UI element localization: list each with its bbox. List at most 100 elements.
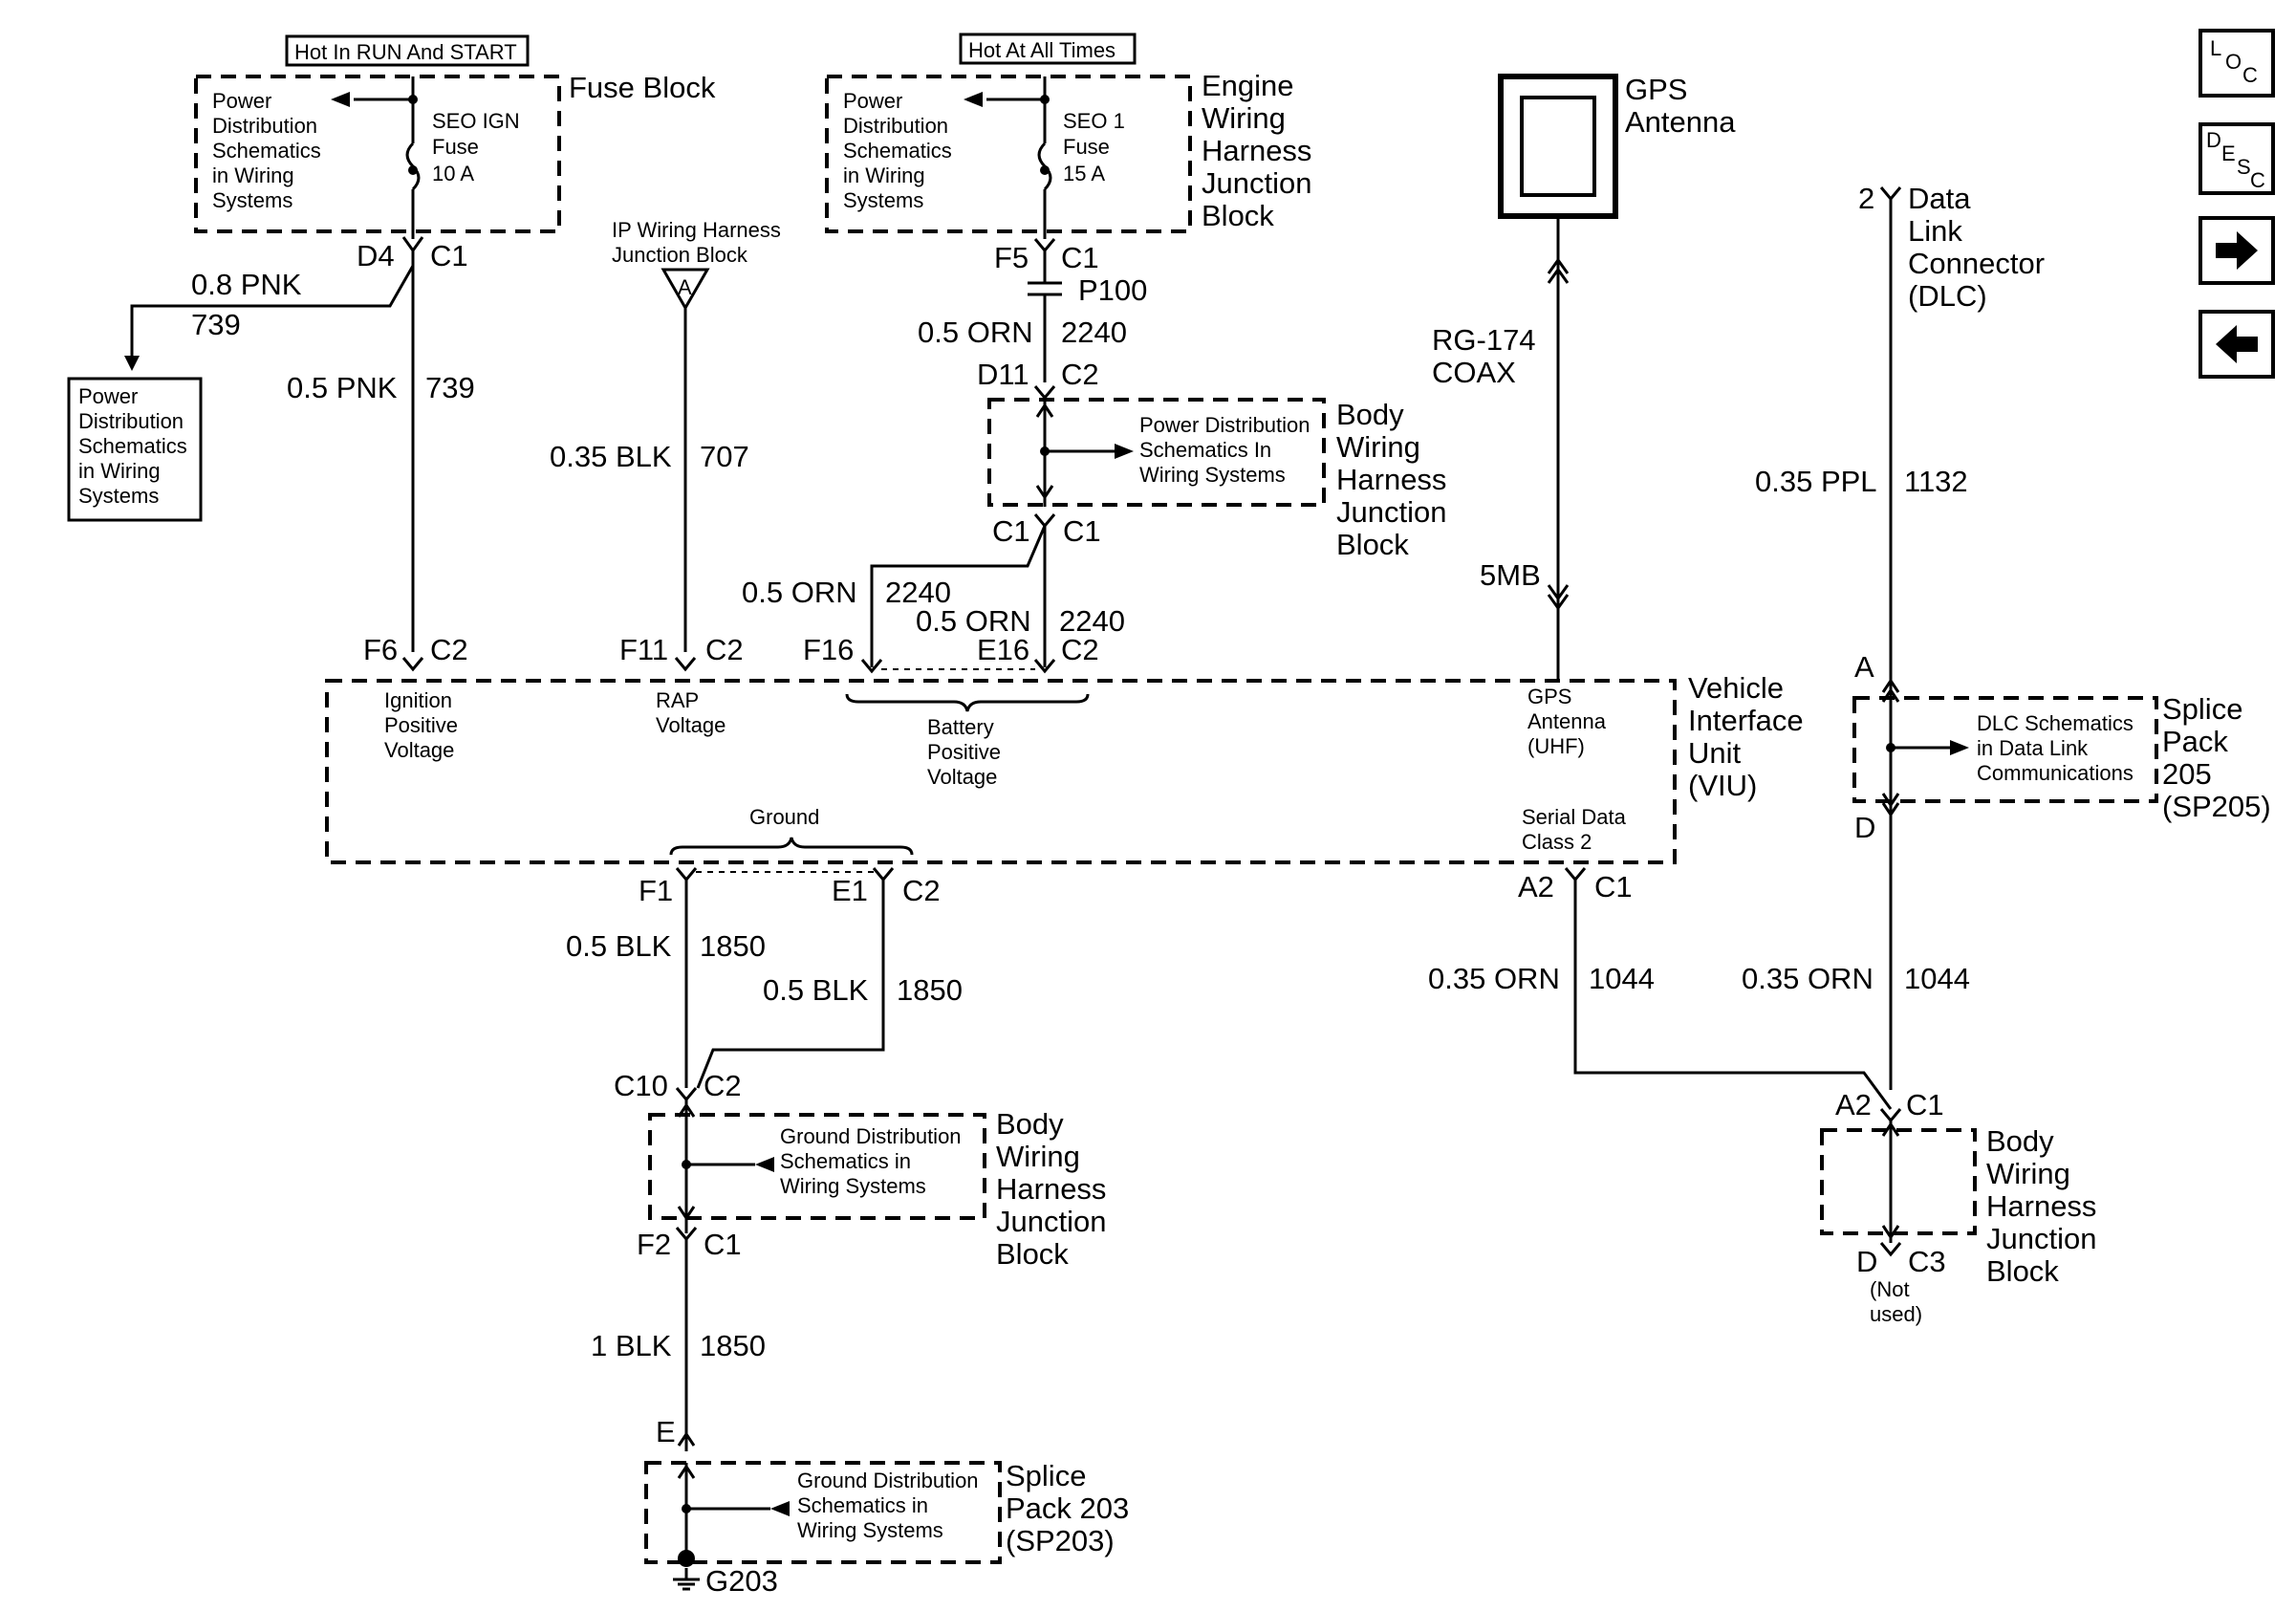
gps-title: Antenna [1625, 105, 1736, 139]
viu-pin: F6 [363, 633, 398, 666]
splice-title: Splice [1006, 1459, 1086, 1492]
splice-ref: Schematics in [797, 1493, 928, 1517]
wire-circuit: 2240 [1061, 316, 1127, 349]
junction-connector: C2 [704, 1069, 742, 1102]
wire-circuit: 707 [700, 440, 749, 473]
splice-title: (SP205) [2162, 790, 2271, 823]
connector-icon [1879, 1242, 1902, 1257]
hot-run-start-label: Hot In RUN And START [294, 40, 517, 64]
arrow-right-icon [1115, 444, 1134, 459]
splice-ref: Communications [1977, 761, 2134, 785]
splice-title: 205 [2162, 757, 2212, 791]
wire-color: 0.35 BLK [550, 440, 672, 473]
connector-icon [401, 657, 424, 672]
ip-harness-triangle-icon [661, 268, 710, 312]
body-junction-mid: C10 C2 Ground Distribution Schematics in… [591, 1069, 1106, 1451]
arrow-left-icon [331, 92, 350, 107]
junction-title: Body [1986, 1124, 2054, 1158]
body-junction-right: A2 C1 Body Wiring Harness Junction Block… [1820, 1088, 2096, 1326]
viu-pin-label: GPS [1527, 685, 1571, 708]
engine-pds-line: Schematics [843, 139, 952, 163]
coax-label: COAX [1432, 356, 1516, 389]
fuse-block-pds-line: Power [212, 89, 271, 113]
viu-pin-label: Serial Data [1522, 805, 1627, 829]
viu: Vehicle Interface Unit (VIU) Ignition Po… [325, 671, 1804, 864]
wire-2240-lower: 0.5 ORN 2240 0.5 ORN 2240 F16 E16 C2 [742, 525, 1125, 674]
viu-pin-label: Antenna [1527, 709, 1607, 733]
viu-title: Unit [1688, 736, 1742, 770]
wire-1044: A2 C1 0.35 ORN 1044 [1428, 867, 1893, 1110]
splice-ref: DLC Schematics [1977, 711, 2134, 735]
viu-connector: C2 [430, 633, 468, 666]
loc-letter: O [2225, 50, 2242, 74]
ground-point [678, 1550, 695, 1567]
viu-pin: F1 [639, 874, 673, 907]
junction-connector: C3 [1908, 1245, 1946, 1278]
arrow-left-icon [964, 92, 983, 107]
body-junction-ref: Schematics In [1139, 438, 1271, 462]
connector-icon [1033, 238, 1056, 253]
viu-pin-label: Battery [927, 715, 994, 739]
wire-circuit: 739 [191, 308, 241, 341]
wire-color: 1 BLK [591, 1329, 672, 1362]
junction-pin: A2 [1835, 1088, 1872, 1121]
connector-icon [674, 657, 697, 672]
ground-wires: F1 E1 C2 0.5 BLK 1850 0.5 BLK 1850 [566, 867, 963, 1089]
splice-title: Splice [2162, 692, 2242, 726]
desc-letter: E [2221, 142, 2236, 165]
wire-color: 0.5 BLK [566, 929, 672, 963]
next-button[interactable] [2199, 216, 2275, 285]
junction-connector: C1 [704, 1228, 742, 1261]
connector-icon [401, 236, 424, 253]
body-junction-ref: Wiring Systems [1139, 463, 1286, 487]
viu-pin-label: (UHF) [1527, 734, 1585, 758]
viu-connector: C1 [1594, 870, 1633, 903]
splice-ref: Ground Distribution [797, 1469, 979, 1492]
splice-title: (SP203) [1006, 1524, 1115, 1557]
fuse-block-pds-line: Schematics [212, 139, 321, 163]
pds-box [67, 377, 203, 522]
gps-connector: 5MB [1480, 558, 1541, 592]
wire-color: 0.5 BLK [763, 973, 869, 1007]
viu-pin-label: Positive [927, 740, 1001, 764]
junction-pin: F2 [637, 1228, 671, 1261]
connector-icon [675, 867, 698, 882]
splice-ref: in Data Link [1977, 736, 2089, 760]
dlc: 2 Data Link Connector (DLC) 0.35 PPL 113… [1755, 182, 2045, 681]
prev-button[interactable] [2199, 310, 2275, 379]
fuse-block-pds-line: Systems [212, 188, 292, 212]
viu-pin-label: Class 2 [1522, 830, 1592, 854]
pds-box-line: Distribution [78, 409, 184, 433]
loc-letter: L [2210, 36, 2221, 60]
arrow-right-icon [2216, 231, 2258, 270]
junction-title: Junction [996, 1205, 1106, 1238]
wire-color: 0.5 ORN [916, 604, 1031, 638]
junction-title: Harness [1986, 1189, 2096, 1223]
arrow-left-icon [2216, 325, 2258, 363]
desc-letter: C [2250, 168, 2265, 192]
connector-icon [1033, 513, 1056, 529]
arrow-left-icon [770, 1501, 790, 1516]
desc-button[interactable]: D E S C [2199, 122, 2275, 195]
junction-pin: D [1856, 1245, 1877, 1278]
viu-pin-label: Ignition [384, 688, 452, 712]
junction-note: (Not [1870, 1277, 1910, 1301]
ip-harness-ground: IP Wiring Harness Junction Block A 0.35 … [550, 218, 781, 672]
connector-icon [860, 659, 883, 674]
d11-pin: D11 [977, 358, 1029, 391]
brace [669, 837, 914, 856]
viu-title: Interface [1688, 704, 1804, 737]
dlc-title: Link [1908, 214, 1962, 248]
viu-pin: E1 [832, 874, 868, 907]
body-junction-pin: C1 [1063, 514, 1101, 548]
wire-color: 0.8 PNK [191, 268, 302, 301]
fuse-rating: 10 A [432, 162, 474, 185]
brace [845, 693, 1090, 712]
loc-button[interactable]: L O C [2199, 29, 2275, 98]
viu-pin-label: Voltage [656, 713, 726, 737]
gps-antenna: GPS Antenna RG-174 COAX 5MB [1432, 73, 1736, 681]
ip-harness-label: IP Wiring Harness [612, 218, 781, 242]
wire-circuit: 1044 [1589, 962, 1655, 995]
fuse-rating: 15 A [1063, 162, 1105, 185]
